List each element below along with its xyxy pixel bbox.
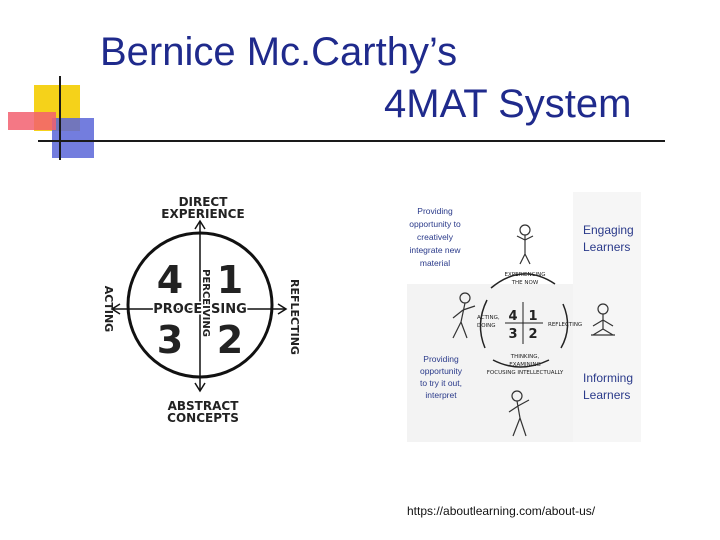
right-arrowhead — [277, 303, 288, 315]
acting-doing-label-line-2: DOING — [477, 323, 496, 329]
cycle-quadrant-1: 1 — [528, 309, 537, 324]
thinking-label-line-2: EXAMINING — [509, 362, 541, 368]
illustration-background-right — [573, 192, 641, 442]
thinking-figure-icon — [508, 390, 530, 437]
cycle-arc-top — [490, 273, 556, 289]
down-arrowhead — [194, 382, 206, 393]
concepts-label: CONCEPTS — [167, 411, 239, 425]
informing-label-line-1: Informing — [583, 371, 633, 385]
cycle-quadrant-3: 3 — [508, 327, 517, 342]
quadrant-3-number: 3 — [157, 318, 183, 362]
experience-label: EXPERIENCE — [161, 207, 244, 221]
acting-doing-label-line-1: ACTING, — [477, 315, 500, 321]
4mat-quadrant-diagram: DIRECT EXPERIENCE PROCESSING PERCEIVING … — [102, 195, 301, 425]
acting-label: ACTING — [102, 286, 115, 332]
direct-label: DIRECT — [179, 195, 229, 209]
experiencing-label-line-1: EXPERIENCING — [505, 272, 546, 278]
slide-title-line-2: 4MAT System — [384, 82, 632, 126]
cycle-arc-left — [479, 299, 488, 349]
reflecting-label: REFLECTING — [548, 322, 582, 328]
reflecting-label: REFLECTING — [288, 279, 301, 355]
thinking-label-line-3: FOCUSING INTELLECTUALLY — [487, 370, 564, 376]
slide-title-line-1: Bernice Mc.Carthy’s — [100, 30, 458, 74]
up-arrowhead — [194, 219, 206, 230]
red-bar — [8, 112, 56, 130]
4mat-learning-cycle-illustration: Providing opportunity to creatively inte… — [407, 192, 641, 442]
source-url: https://aboutlearning.com/about-us/ — [407, 504, 596, 518]
experiencing-label-line-2: THE NOW — [511, 280, 539, 286]
perceiving-label: PERCEIVING — [200, 269, 211, 337]
quadrant-2-number: 2 — [217, 318, 243, 362]
cycle-arc-right — [560, 303, 569, 349]
quadrant-1-number: 1 — [217, 258, 243, 302]
note-try-line-3: to try it out, — [420, 378, 462, 388]
note-integrate-line-5: material — [420, 258, 450, 268]
note-integrate-line-3: creatively — [417, 232, 454, 242]
cycle-arc-bottom — [492, 359, 550, 368]
engaging-label-line-1: Engaging — [583, 223, 634, 237]
left-arrowhead — [110, 303, 121, 315]
thinking-label-line-1: THINKING, — [510, 354, 540, 360]
cycle-quadrant-2: 2 — [528, 327, 537, 342]
informing-label-line-2: Learners — [583, 388, 630, 402]
note-try-line-4: interpret — [425, 390, 457, 400]
abstract-label: ABSTRACT — [168, 399, 240, 413]
processing-label: PROCESSING — [153, 302, 247, 317]
engaging-label-line-2: Learners — [583, 240, 630, 254]
acting-figure-icon — [452, 292, 476, 339]
note-integrate-line-4: integrate new — [409, 245, 461, 255]
quadrant-4-number: 4 — [157, 258, 183, 302]
note-try-line-1: Providing — [423, 354, 459, 364]
note-integrate-line-2: opportunity to — [409, 219, 461, 229]
reflecting-figure-icon — [591, 303, 615, 336]
note-try-line-2: opportunity — [420, 366, 463, 376]
note-integrate-line-1: Providing — [417, 206, 453, 216]
blue-square — [52, 118, 94, 158]
cycle-quadrant-4: 4 — [508, 309, 517, 324]
experiencing-figure-icon — [516, 224, 534, 265]
